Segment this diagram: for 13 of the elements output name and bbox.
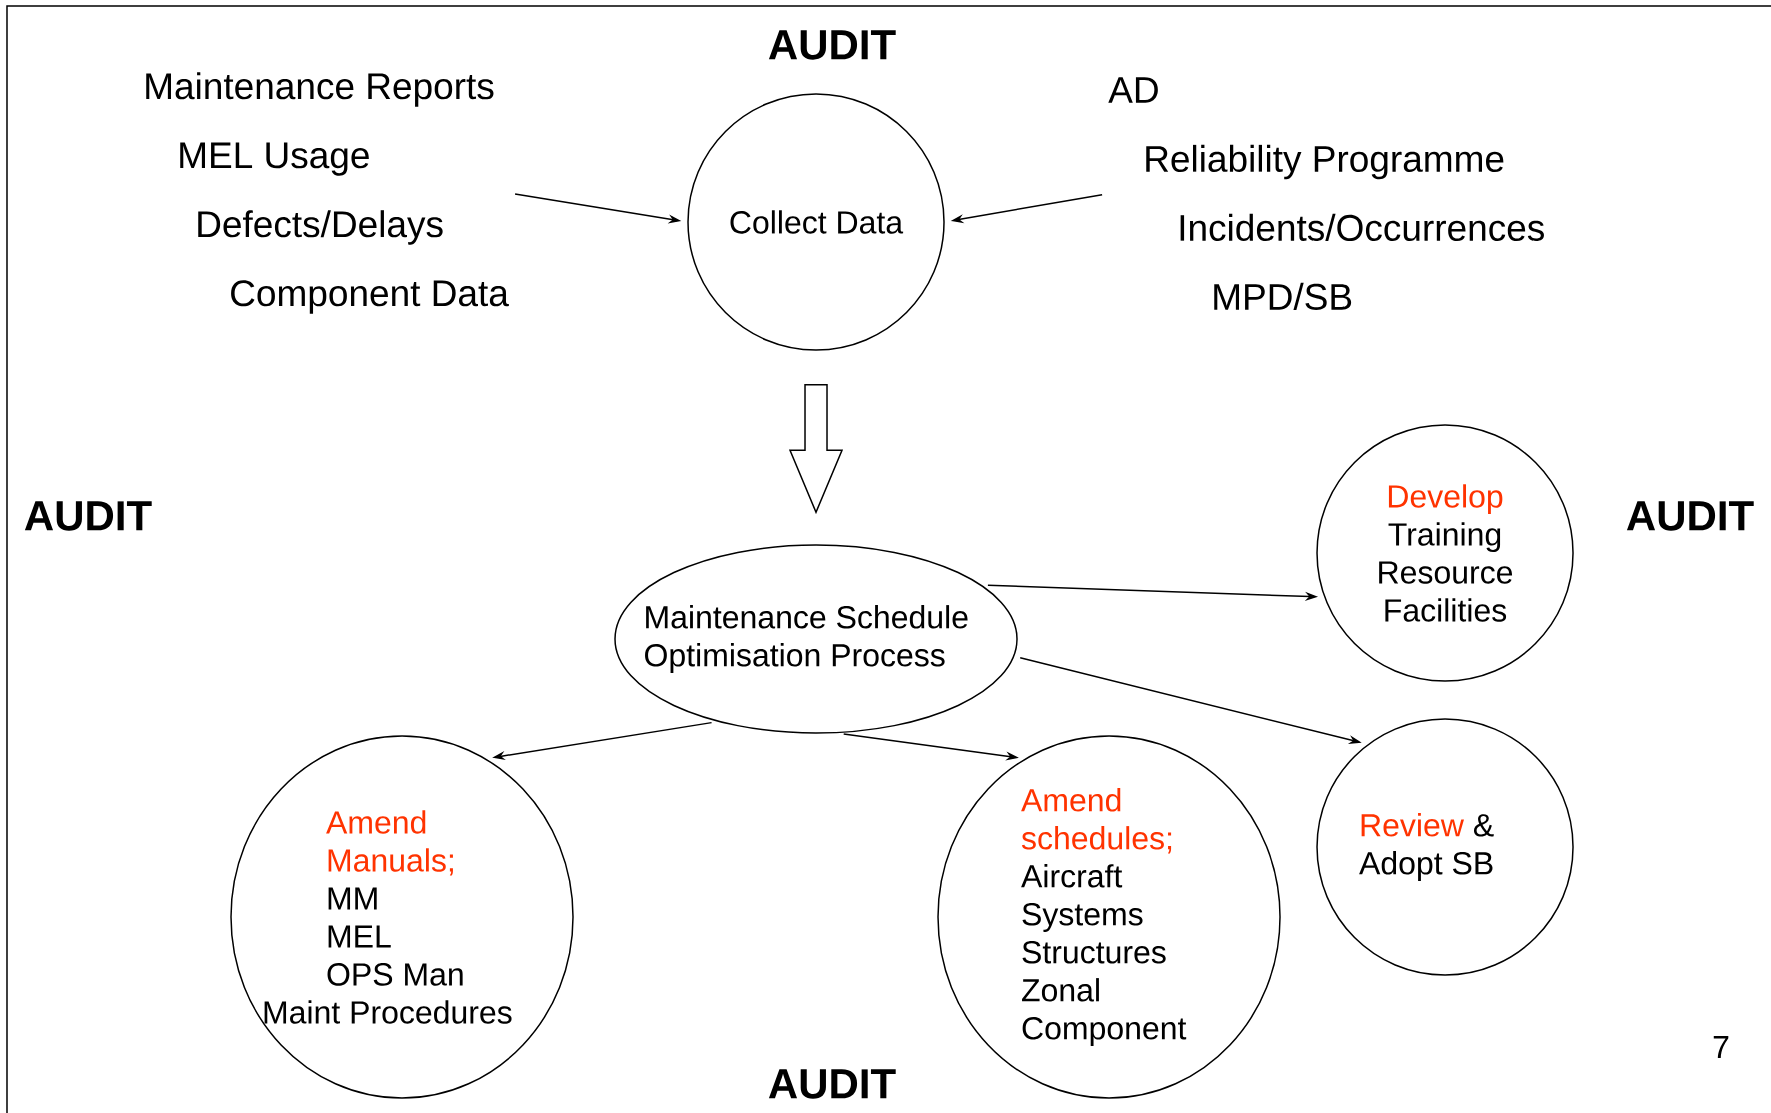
circle-node: Amend schedules; Aircraft Systems Structures Zonal Component [937,735,1281,1099]
circle-node: Review & Adopt SB [1316,718,1574,976]
ellipse-node: Maintenance Schedule Optimisation Process [614,544,1018,734]
block-arrow [788,384,844,515]
audit-label: AUDIT [768,1069,896,1099]
circle-node: Collect Data [687,93,945,351]
circle-node: Amend Manuals; MM MEL OPS Man Maint Procedures [230,735,574,1099]
text-list: AD Reliability Programme Incidents/Occurrences MPD/SB [1108,77,1544,310]
text-list: Maintenance Reports MEL Usage Defects/Delays Component Data [146,72,509,314]
circle-node: Develop Training Resource Facilities [1316,424,1574,682]
audit-label: AUDIT [24,501,152,531]
audit-label: AUDIT [1626,501,1754,531]
page-number: 7 [1713,1036,1729,1058]
